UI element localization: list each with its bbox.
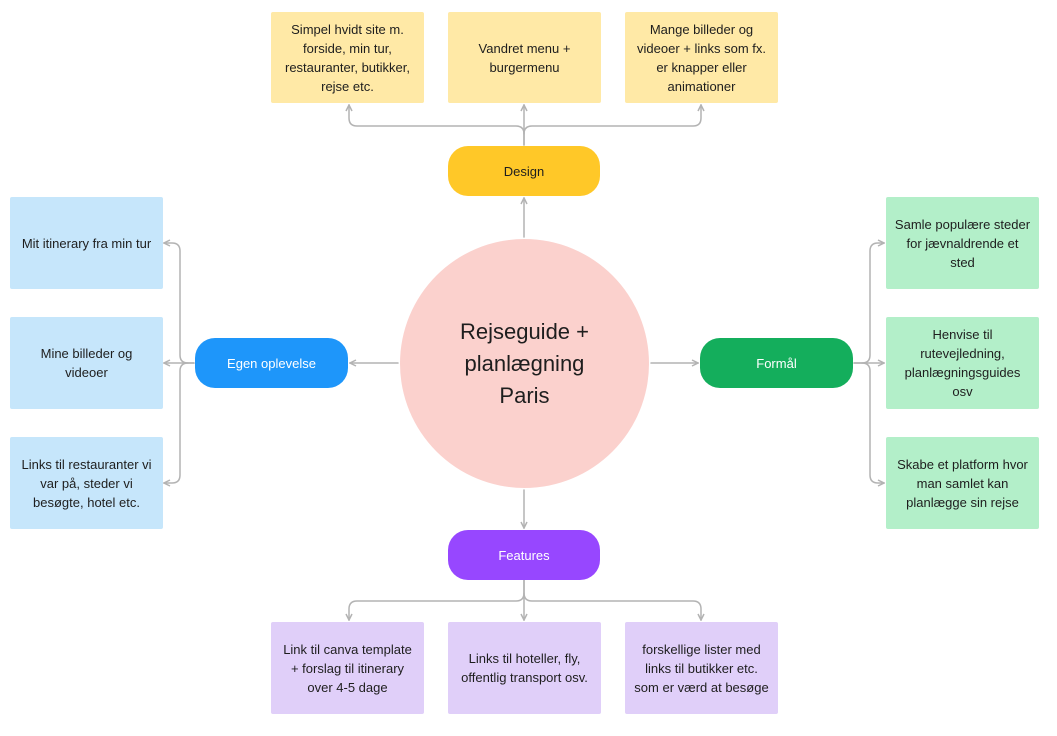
- formal-note-3[interactable]: Skabe et platform hvor man samlet kan pl…: [886, 437, 1039, 529]
- connector-features-note-1: [349, 579, 525, 620]
- branch-features[interactable]: Features: [448, 530, 600, 580]
- formal-note-2[interactable]: Henvise til rutevejledning, planlægnings…: [886, 317, 1039, 409]
- features-note-1[interactable]: Link til canva template + forslag til it…: [271, 622, 424, 714]
- connector-egen-note-1: [164, 243, 195, 364]
- connector-egen-note-3: [164, 362, 189, 483]
- connector-formal-note-3: [861, 362, 884, 483]
- connector-design-note-3: [523, 105, 701, 135]
- egen-note-3[interactable]: Links til restauranter vi var på, steder…: [10, 437, 163, 529]
- branch-formal[interactable]: Formål: [700, 338, 853, 388]
- connector-design-note-1: [349, 105, 525, 146]
- connector-formal-note-1: [853, 243, 884, 364]
- features-note-3[interactable]: forskellige lister med links til butikke…: [625, 622, 778, 714]
- design-note-2[interactable]: Vandret menu + burgermenu: [448, 12, 601, 103]
- features-note-2[interactable]: Links til hoteller, fly, offentlig trans…: [448, 622, 601, 714]
- design-note-3[interactable]: Mange billeder og videoer + links som fx…: [625, 12, 778, 103]
- connector-features-note-3: [523, 592, 701, 620]
- branch-egen-oplevelse[interactable]: Egen oplevelse: [195, 338, 348, 388]
- design-note-1[interactable]: Simpel hvidt site m. forside, min tur, r…: [271, 12, 424, 103]
- central-topic[interactable]: Rejseguide + planlægning Paris: [400, 239, 649, 488]
- egen-note-1[interactable]: Mit itinerary fra min tur: [10, 197, 163, 289]
- branch-design[interactable]: Design: [448, 146, 600, 196]
- egen-note-2[interactable]: Mine billeder og videoer: [10, 317, 163, 409]
- formal-note-1[interactable]: Samle populære steder for jævnaldrende e…: [886, 197, 1039, 289]
